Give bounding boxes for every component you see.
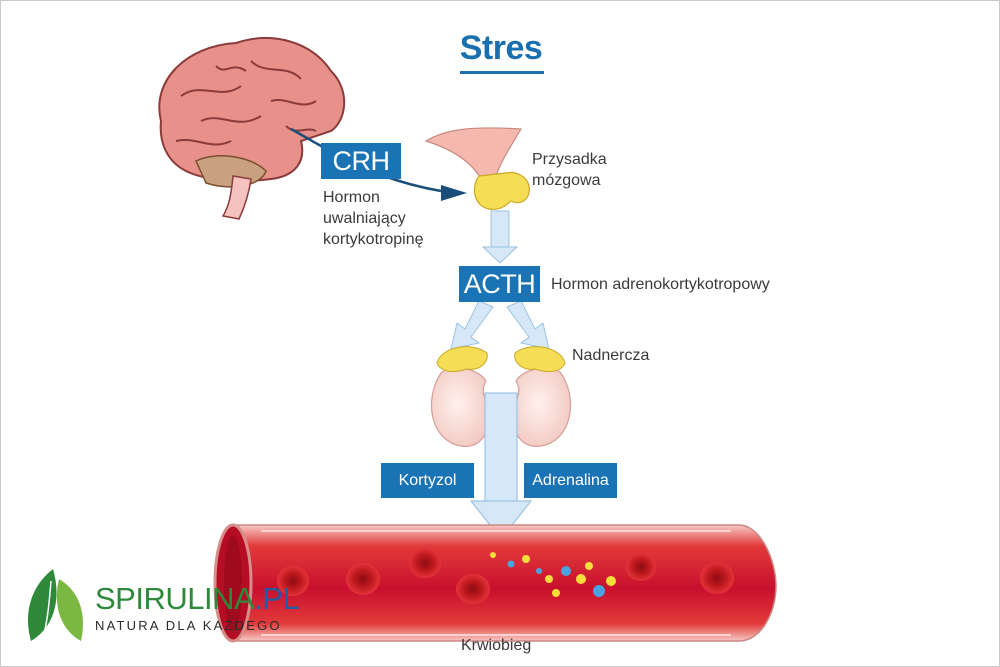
pituitary-to-acth-arrow xyxy=(481,210,519,264)
acth-box: ACTH xyxy=(459,266,540,302)
pituitary-label-line2: mózgowa xyxy=(532,172,601,189)
title-underline xyxy=(460,71,544,74)
pituitary-illustration xyxy=(424,127,530,211)
crh-description-line3: kortykotropinę xyxy=(323,231,424,248)
bloodstream-label: Krwiobieg xyxy=(461,637,532,654)
pituitary-label-line1: Przysadka xyxy=(532,151,607,168)
hormones-to-blood-arrow xyxy=(469,392,533,540)
adrenal-glands-illustration xyxy=(430,346,572,462)
brand-tagline: NATURA DLA KAŻDEGO xyxy=(95,618,282,633)
blood-vessel-illustration xyxy=(213,523,777,643)
brand-name: SPIRULINA.PL xyxy=(95,581,300,617)
crh-description-line2: uwalniający xyxy=(323,210,406,227)
crh-description-line1: Hormon xyxy=(323,189,380,206)
brain-illustration xyxy=(158,37,346,220)
crh-box: CRH xyxy=(321,143,401,179)
crh-description: Hormon uwalniający kortykotropinę xyxy=(323,187,424,250)
adrenalina-box: Adrenalina xyxy=(524,463,617,498)
kortyzol-box: Kortyzol xyxy=(381,463,474,498)
brand-suffix: .PL xyxy=(254,581,300,616)
adrenal-label: Nadnercza xyxy=(572,347,650,364)
pituitary-label: Przysadka mózgowa xyxy=(532,149,607,191)
brand-main: SPIRULINA xyxy=(95,581,255,616)
acth-description: Hormon adrenokortykotropowy xyxy=(551,276,770,293)
acth-to-adrenal-arrows xyxy=(450,300,550,350)
leaf-logo-icon xyxy=(27,569,83,647)
page-title: Stres xyxy=(459,29,543,67)
